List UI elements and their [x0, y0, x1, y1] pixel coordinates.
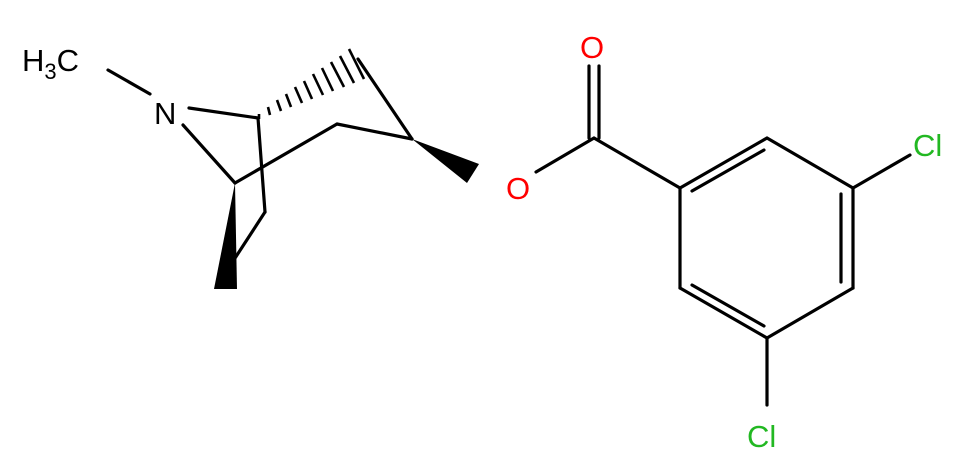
ring-bond-4: [765, 286, 855, 340]
ring-inner-1: [690, 148, 766, 193]
bond-c-aryl: [592, 136, 682, 190]
bond-o-c: [534, 136, 596, 174]
ester-oxygen-label: O: [506, 171, 530, 206]
chlorine-lower-label: Cl: [747, 419, 776, 454]
wedge-bond-c5-c7: [214, 183, 237, 289]
ring-bond-1: [678, 136, 769, 190]
carbonyl-oxygen-label: O: [580, 30, 604, 65]
ring-bond-2: [765, 136, 855, 190]
bond-n-c1: [187, 106, 260, 120]
wedge-bond-c3-o: [412, 139, 479, 183]
chlorine-upper-label: Cl: [913, 128, 942, 163]
bond-c3-c4: [356, 57, 414, 141]
bond-n-c5: [181, 123, 237, 185]
methyl-label: H3C: [22, 43, 79, 84]
bond-c1-c6: [256, 116, 267, 214]
hashed-wedge-bond: [257, 48, 366, 119]
ring-inner-3: [690, 283, 766, 328]
bond-methyl-n: [106, 68, 152, 96]
nitrogen-label: N: [154, 96, 176, 131]
bond-c2-c3: [335, 122, 414, 141]
bond-c5-c2: [233, 122, 339, 185]
ring-bond-5: [678, 286, 769, 340]
bonds: [106, 57, 912, 407]
bond-ring-cl-upper: [851, 153, 912, 190]
